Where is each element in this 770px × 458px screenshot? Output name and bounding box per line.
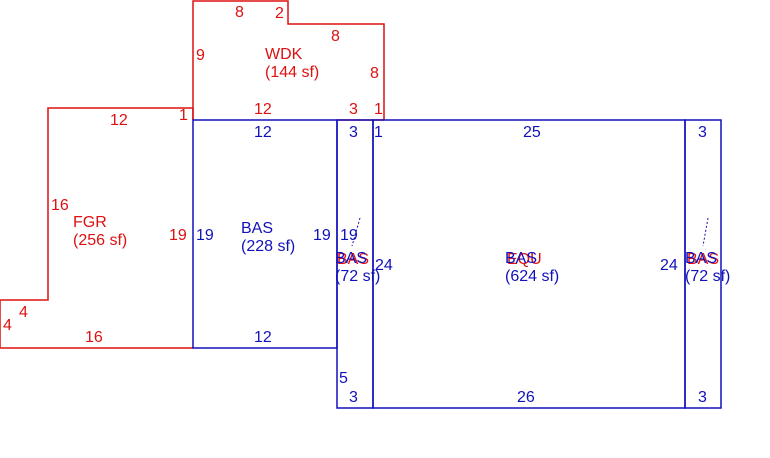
blue-outlines	[192, 119, 722, 409]
area-main-overlap: EQU	[507, 251, 542, 268]
dim-bas-left: 19	[196, 227, 214, 244]
area-strip-right-name: BAS	[685, 250, 717, 267]
area-wdk-name: WDK	[265, 46, 303, 63]
dim-main-top: 25	[523, 124, 541, 141]
dim-wdk-right: 8	[370, 65, 379, 82]
dim-wdk-bottom: 12	[254, 101, 272, 118]
dim-strip-l-bottom: 3	[349, 389, 358, 406]
dim-wdk-top-step: 2	[275, 5, 284, 22]
area-strip-right-overlap: BAS	[687, 251, 719, 268]
dim-strip-l-top: 3	[349, 124, 358, 141]
area-strip-left-overlap: BAS	[337, 251, 369, 268]
dim-wdk-top-left: 8	[235, 4, 244, 21]
area-bas-left-name: BAS	[241, 220, 273, 237]
dim-wdk-step-top: 8	[331, 28, 340, 45]
dim-fgr-step: 1	[179, 107, 188, 124]
wdk-outline	[192, 0, 385, 120]
dim-bas-right: 19	[313, 227, 331, 244]
dim-wdk-bottom-right: 1	[374, 101, 383, 118]
dim-strip-l-low: 5	[339, 370, 348, 387]
dim-fgr-notch-inner: 4	[19, 304, 28, 321]
fgr-outline	[0, 107, 193, 349]
dim-fgr-top: 12	[110, 112, 128, 129]
strip-left-dotted	[351, 217, 361, 247]
strip-right-outline	[684, 119, 722, 409]
dim-main-right: 24	[660, 257, 678, 274]
strip-right-dotted	[702, 217, 709, 247]
area-fgr-name: FGR	[73, 214, 107, 231]
dim-strip-l-side2: 24	[375, 257, 393, 274]
dim-strip-r-bottom: 3	[698, 389, 707, 406]
area-main-size: (624 sf)	[505, 268, 559, 285]
dim-fgr-left: 16	[51, 197, 69, 214]
area-strip-left-name: BAS	[335, 250, 367, 267]
dim-strip-l-side: 19	[340, 227, 358, 244]
dim-fgr-bottom: 16	[85, 329, 103, 346]
dim-main-bottom: 26	[517, 389, 535, 406]
dim-fgr-right: 19	[169, 227, 187, 244]
dim-fgr-notch-left: 4	[3, 317, 12, 334]
dim-wdk-bottom-mid: 3	[349, 101, 358, 118]
dim-bas-bottom: 12	[254, 329, 272, 346]
area-main-name: BAS	[505, 250, 537, 267]
area-strip-left-size: (72 sf)	[335, 268, 380, 285]
area-bas-left-size: (228 sf)	[241, 238, 295, 255]
dim-strip-r-top: 3	[698, 124, 707, 141]
area-wdk-size: (144 sf)	[265, 64, 319, 81]
dim-main-top-left: 1	[374, 124, 383, 141]
area-strip-right-size: (72 sf)	[685, 268, 730, 285]
area-fgr-size: (256 sf)	[73, 232, 127, 249]
red-outlines	[0, 0, 385, 349]
dim-wdk-left: 9	[196, 47, 205, 64]
dim-bas-top: 12	[254, 124, 272, 141]
